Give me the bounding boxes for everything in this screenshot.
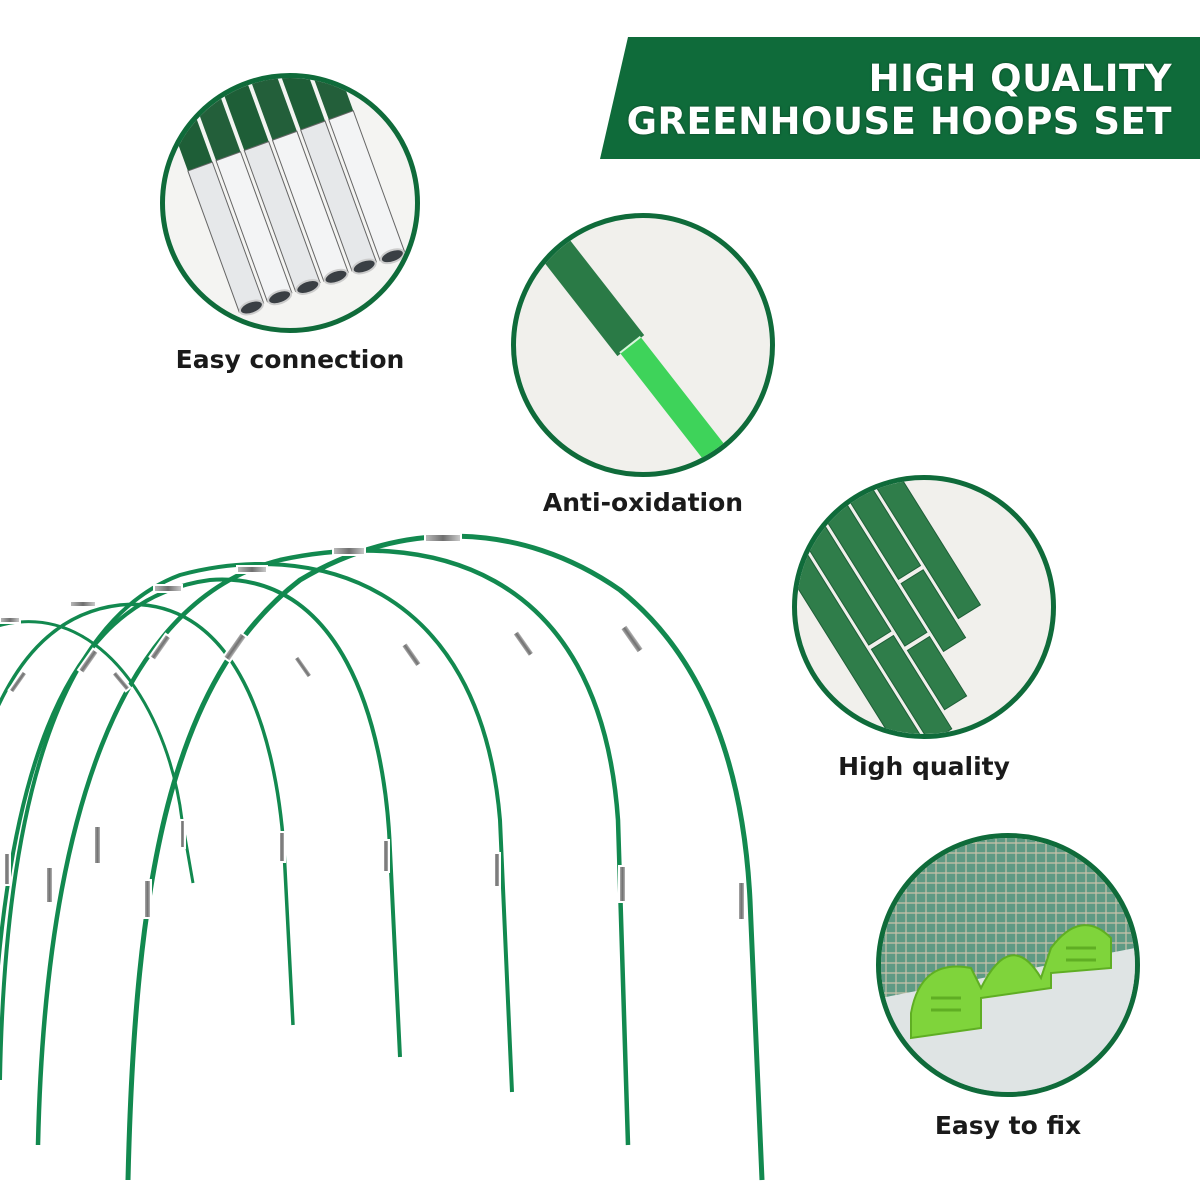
feature-label: High quality (838, 752, 1010, 781)
banner-title-line1: HIGH QUALITY (868, 57, 1172, 100)
feature-label: Easy to fix (934, 1111, 1082, 1140)
coated-rod-icon (511, 213, 775, 477)
hoop-2 (0, 602, 295, 1026)
hoop-1 (0, 620, 195, 884)
feature-label: Anti-oxidation (542, 488, 744, 517)
hoop-3 (0, 577, 402, 1058)
feature-label: Easy connection (175, 345, 405, 374)
hoop-5 (35, 548, 631, 1146)
banner-title: HIGH QUALITY GREENHOUSE HOOPS SET (627, 57, 1172, 143)
green-clip-on-netting-icon (876, 833, 1140, 1097)
title-banner: HIGH QUALITY GREENHOUSE HOOPS SET (600, 37, 1200, 159)
hoop-6 (125, 533, 765, 1181)
hoop-4 (0, 562, 514, 1093)
connector-sleeves (0, 525, 746, 921)
banner-title-line2: GREENHOUSE HOOPS SET (626, 100, 1172, 143)
silver-tube-ends-icon (160, 73, 420, 333)
green-rods-bundle-icon (792, 475, 1056, 739)
